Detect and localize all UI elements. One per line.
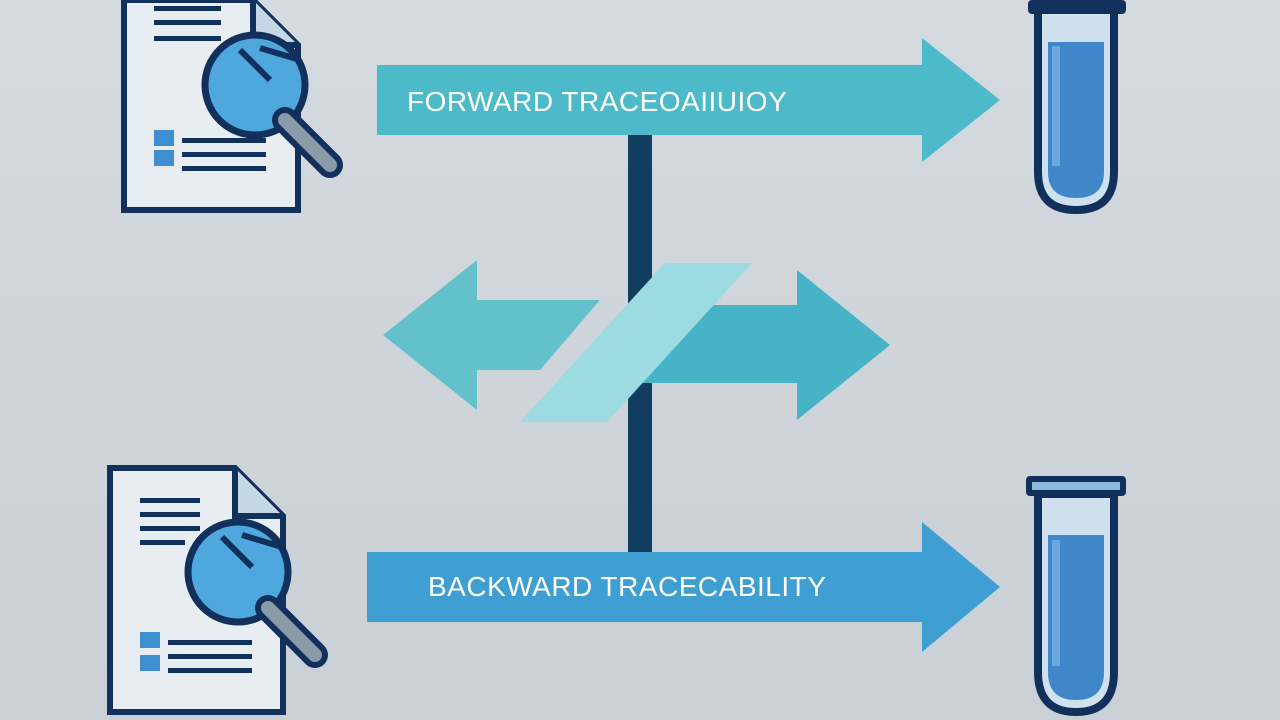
forward-arrow [377, 38, 1000, 162]
test-tube-icon-bottom [1026, 476, 1126, 717]
test-tube-icon-top [1028, 0, 1126, 215]
bidirectional-arrows-icon [383, 260, 890, 422]
backward-arrow [367, 522, 1000, 652]
left-pointing-arrow [383, 260, 600, 410]
diagonal-link [520, 263, 752, 422]
document-magnifier-icon-bottom [107, 465, 328, 715]
document-magnifier-icon-top [121, 0, 343, 213]
backward-traceability-label: BACKWARD TRACECABILITY [428, 571, 827, 602]
forward-traceability-label: FORWARD TRACEOAIIUIOY [407, 86, 788, 117]
